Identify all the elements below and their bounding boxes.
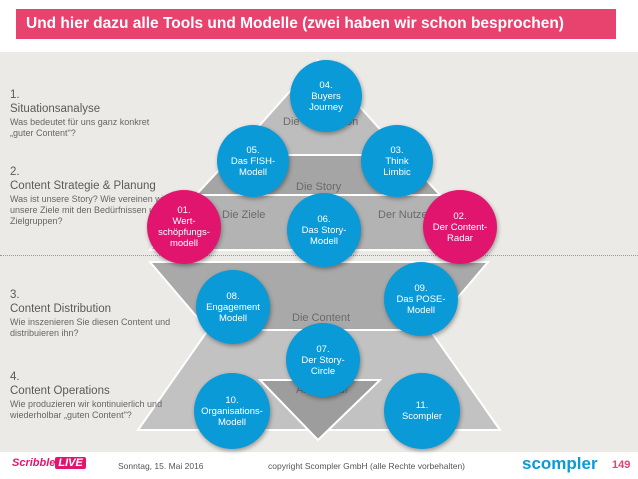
section-1-head: Situationsanalyse [10, 103, 101, 115]
tool-11-scompler[interactable]: 11.Scompler [384, 373, 460, 449]
tool-05-fish-modell[interactable]: 05.Das FISH-Modell [217, 125, 289, 197]
tool-03-line: 03. [390, 144, 404, 156]
section-2-head: Content Strategie & Planung [10, 180, 156, 192]
tool-02-content-radar[interactable]: 02.Der Content-Radar [423, 190, 497, 264]
tool-08-line: Engagement [206, 301, 260, 313]
tool-02-line: Radar [447, 232, 473, 244]
footer-copyright: copyright Scompler GmbH (alle Rechte vor… [268, 461, 466, 471]
section-4-desc: Wie produzieren wir kontinuierlich und w… [10, 399, 163, 420]
section-2-num: 2. [10, 166, 20, 178]
section-4-head: Content Operations [10, 385, 110, 397]
tool-01-line: 01. [177, 205, 191, 216]
label-ziele: Die Ziele [222, 209, 266, 221]
section-3-head: Content Distribution [10, 303, 111, 315]
tool-11-line: 11. [415, 400, 429, 411]
tool-07-story-circle[interactable]: 07.Der Story-Circle [286, 323, 360, 397]
tool-08-line: 08. [226, 290, 240, 302]
section-2: 2. Content Strategie & Planung Was ist u… [10, 165, 180, 227]
tool-07-line: Der Story- [301, 354, 345, 366]
section-4: 4. Content Operations Wie produzieren wi… [10, 370, 170, 421]
tool-10-line: Modell [218, 416, 246, 428]
logo-left-text: Scribble [12, 457, 56, 469]
tool-05-line: Modell [239, 166, 267, 178]
tool-08-line: Modell [219, 312, 247, 324]
slide-title: Und hier dazu alle Tools und Modelle (zw… [16, 9, 616, 39]
tool-02-line: 02. [453, 210, 467, 222]
tool-04-line: Journey [309, 101, 343, 113]
tool-09-pose-modell[interactable]: 09.Das POSE-Modell [384, 262, 458, 336]
tool-05-line: 05. [246, 144, 260, 156]
scompler-logo: scompler [522, 454, 598, 473]
tool-10-organisations-modell[interactable]: 10.Organisations-Modell [194, 373, 270, 449]
section-3-desc: Wie inszenieren Sie diesen Content und d… [10, 317, 171, 338]
section-1-desc: Was bedeutet für uns ganz konkret „guter… [10, 117, 150, 138]
tool-01-line: modell [169, 238, 198, 249]
tool-02-line: Der Content- [432, 221, 488, 233]
page-number: 149 [612, 459, 631, 471]
footer-date: Sonntag, 15. Mai 2016 [118, 461, 204, 471]
tool-07-line: 07. [316, 343, 330, 355]
tool-10-line: Organisations- [201, 405, 263, 417]
tool-07-line: Circle [310, 365, 336, 377]
tool-10-line: 10. [225, 394, 239, 406]
label-content: Die Content [292, 312, 351, 324]
section-3-num: 3. [10, 289, 20, 301]
tool-04-line: Buyers [311, 90, 341, 102]
tool-01-wertschoepfungsmodell[interactable]: 01.Wert-schöpfungs-modell [147, 190, 221, 264]
tool-01-line: Wert- [172, 216, 196, 227]
tool-06-story-modell[interactable]: 06.Das Story-Modell [287, 193, 361, 267]
tool-03-line: Limbic [383, 166, 411, 178]
tool-06-line: 06. [317, 213, 331, 225]
tool-09-line: Das POSE- [396, 293, 446, 305]
tool-06-line: Modell [310, 235, 338, 247]
label-story: Die Story [296, 181, 342, 193]
tool-04-line: 04. [319, 79, 333, 91]
tool-01-line: schöpfungs- [158, 227, 210, 238]
tool-06-line: Das Story- [301, 224, 347, 236]
tool-05-line: Das FISH- [230, 155, 276, 167]
tool-11-line: Scompler [401, 411, 443, 422]
section-2-desc: Was ist unsere Story? Wie vereinen wir u… [10, 194, 180, 226]
tool-09-line: 09. [414, 282, 428, 294]
label-nutzer: Der Nutzer [378, 209, 432, 221]
logo-left-live: LIVE [55, 457, 86, 469]
tool-03-line: Think [385, 155, 409, 167]
section-4-num: 4. [10, 371, 20, 383]
section-1-num: 1. [10, 89, 20, 101]
section-1: 1. Situationsanalyse Was bedeutet für un… [10, 88, 165, 139]
tool-09-line: Modell [406, 304, 435, 316]
section-3: 3. Content Distribution Wie inszenieren … [10, 288, 175, 339]
